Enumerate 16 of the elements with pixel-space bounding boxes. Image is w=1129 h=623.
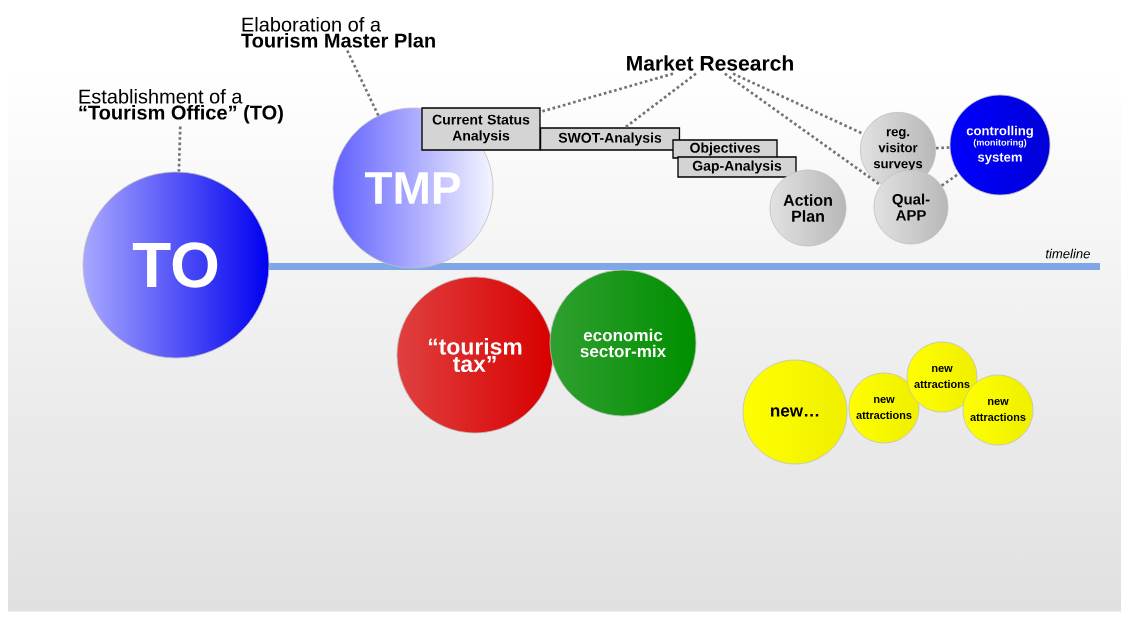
leader-line bbox=[624, 72, 697, 129]
heading-text: Market Research bbox=[627, 55, 793, 71]
timeline-label: timeline bbox=[1045, 248, 1090, 259]
leader-line bbox=[732, 72, 865, 136]
leader-line bbox=[935, 146, 950, 150]
step-box: Gap-Analysis bbox=[677, 156, 797, 178]
leader-line bbox=[540, 72, 674, 114]
leader-line bbox=[724, 72, 882, 187]
leader-line bbox=[940, 172, 960, 187]
heading-text: Establishment of a “Tourism Office” (TO) bbox=[79, 88, 283, 124]
step-box: SWOT-Analysis bbox=[539, 127, 681, 151]
leader-line bbox=[177, 126, 182, 172]
step-box: Objectives bbox=[672, 139, 778, 159]
step-box: Current Status Analysis bbox=[421, 107, 541, 151]
leader-line bbox=[346, 49, 380, 117]
heading-text: Elaboration of a Tourism Master Plan bbox=[241, 16, 435, 48]
